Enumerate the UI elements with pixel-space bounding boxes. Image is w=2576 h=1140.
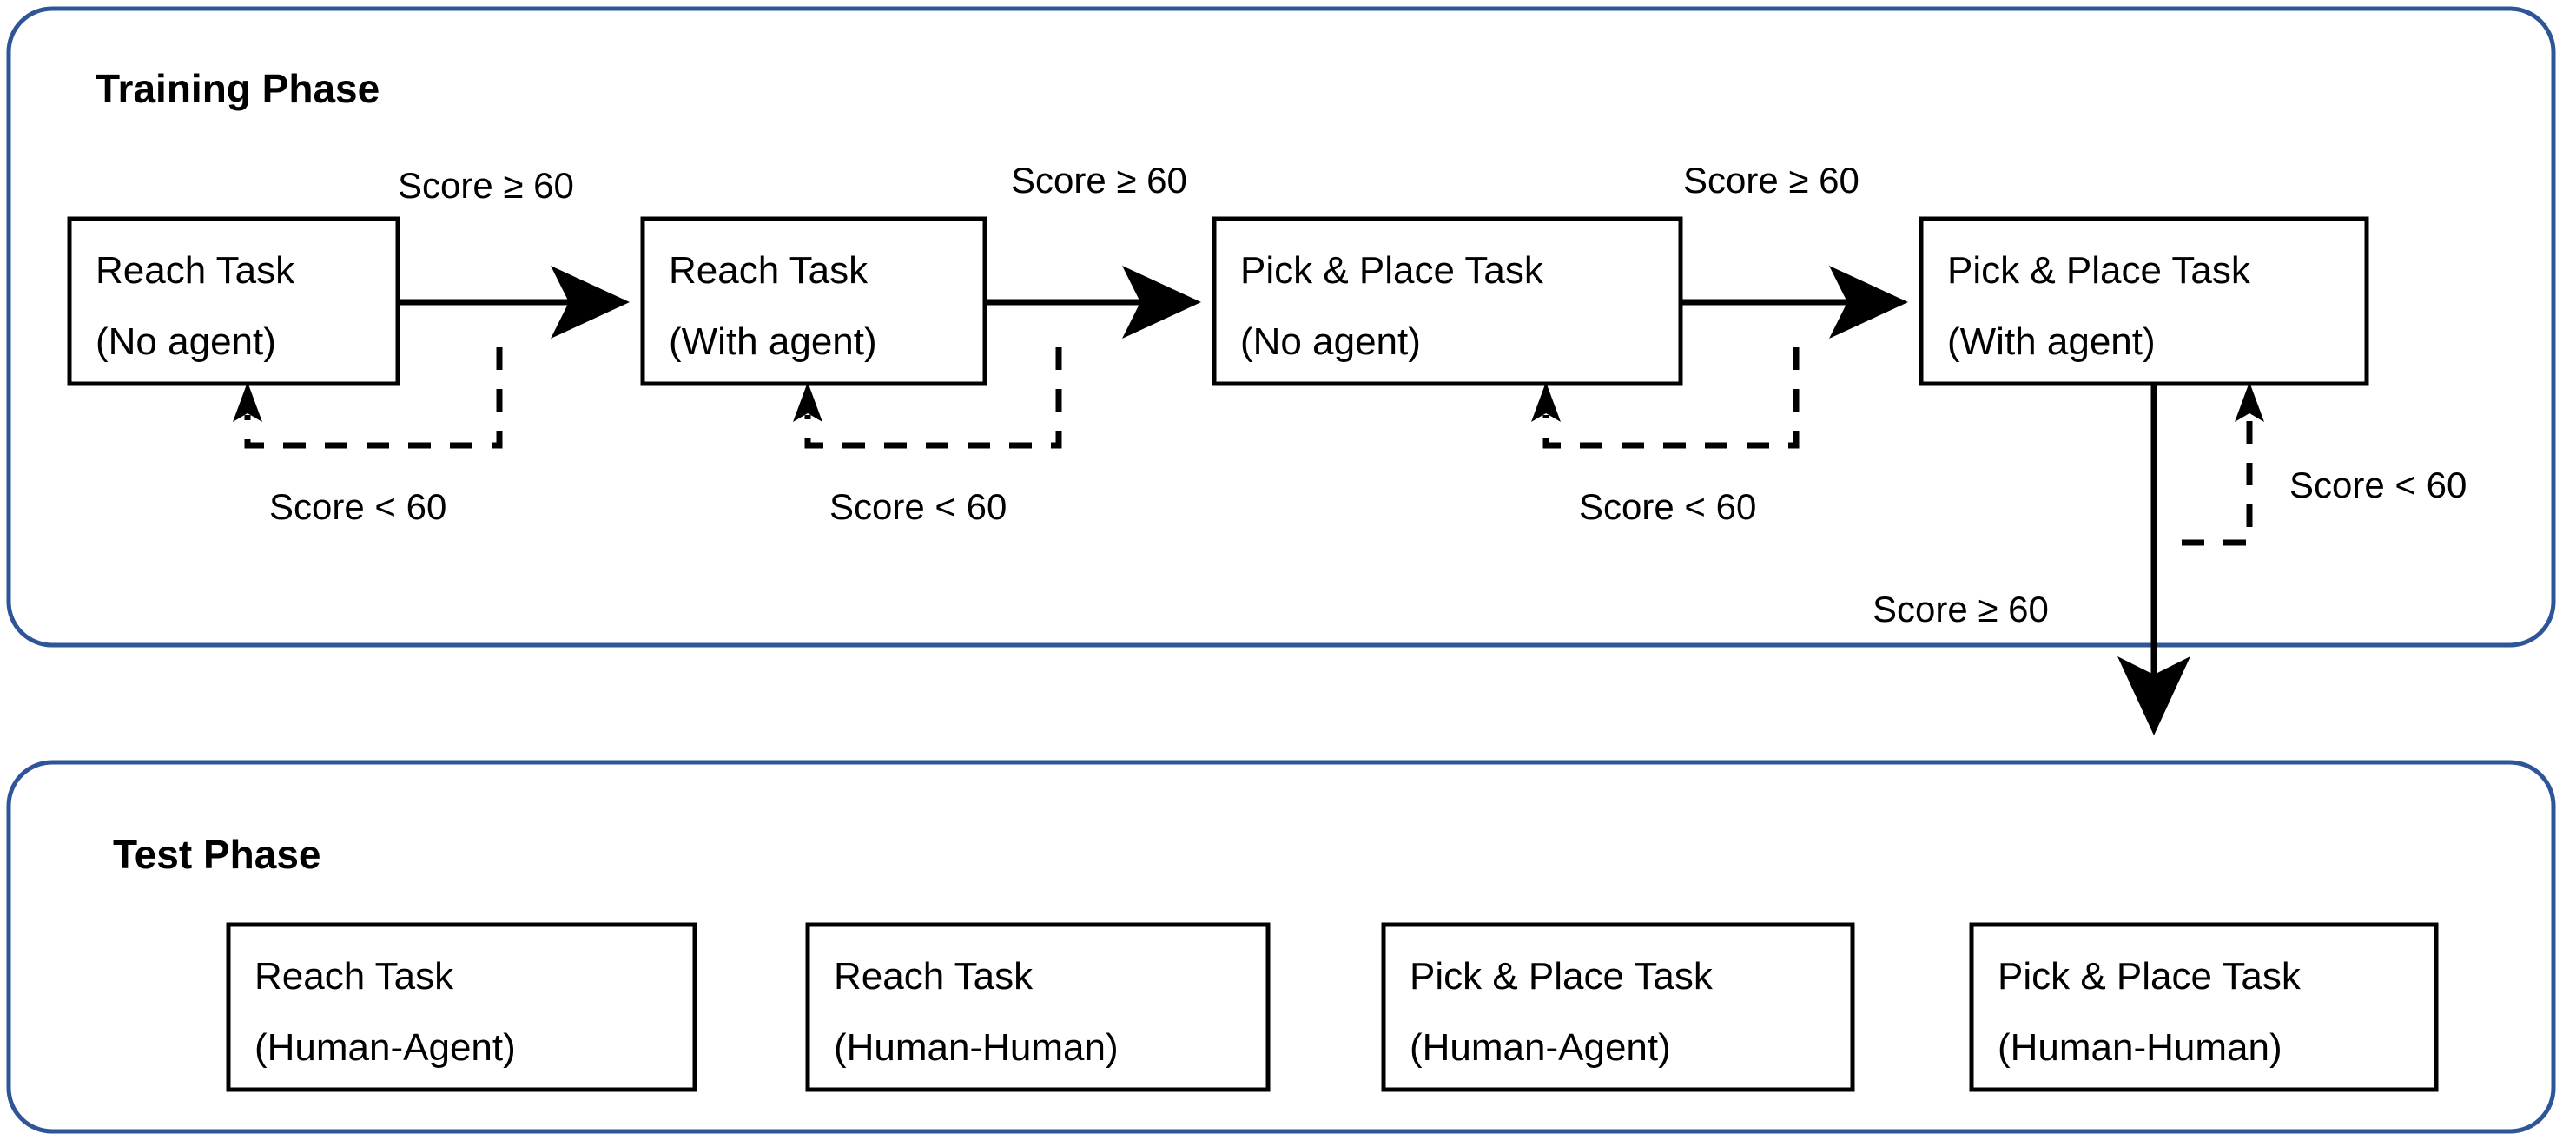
task-box-pickplace-human-agent-line2: (Human-Agent) xyxy=(1410,1026,1671,1069)
training-phase-title: Training Phase xyxy=(96,66,380,111)
fail-loop-2-arrowhead xyxy=(793,382,822,422)
task-box-reach-human-human-line1: Reach Task xyxy=(834,955,1034,998)
task-box-pickplace-no-agent-line2: (No agent) xyxy=(1240,320,1421,363)
task-box-reach-human-agent-line2: (Human-Agent) xyxy=(254,1026,516,1069)
task-box-reach-human-human-line2: (Human-Human) xyxy=(834,1026,1119,1069)
task-box-reach-with-agent[interactable] xyxy=(640,216,987,386)
task-box-pickplace-human-human-line1: Pick & Place Task xyxy=(1998,955,2302,998)
task-box-reach-human-agent-line1: Reach Task xyxy=(254,955,454,998)
task-box-pickplace-with-agent[interactable] xyxy=(1919,216,2369,386)
task-box-pickplace-human-human[interactable] xyxy=(1969,922,2439,1092)
task-box-pickplace-with-agent-line1: Pick & Place Task xyxy=(1947,249,2251,292)
fail-loop-3 xyxy=(1542,347,1800,449)
pass-label-2: Score ≥ 60 xyxy=(1011,160,1187,201)
fail-loop-4 xyxy=(2182,415,2253,546)
task-box-pickplace-with-agent-line2: (With agent) xyxy=(1947,320,2156,363)
task-box-pickplace-human-agent[interactable] xyxy=(1381,922,1855,1092)
task-box-reach-human-agent[interactable] xyxy=(226,922,697,1092)
task-box-reach-human-human[interactable] xyxy=(805,922,1271,1092)
fail-loop-2 xyxy=(804,347,1062,449)
fail-label-3: Score < 60 xyxy=(1579,486,1756,527)
fail-loop-4-arrowhead xyxy=(2235,382,2264,422)
task-box-reach-no-agent-line1: Reach Task xyxy=(96,249,295,292)
fail-label-1: Score < 60 xyxy=(269,486,446,527)
fail-loop-3-arrowhead xyxy=(1531,382,1561,422)
task-box-reach-no-agent-line2: (No agent) xyxy=(96,320,276,363)
fail-loop-1-arrowhead xyxy=(233,382,262,422)
task-box-reach-with-agent-line2: (With agent) xyxy=(669,320,877,363)
task-box-reach-with-agent-line1: Reach Task xyxy=(669,249,869,292)
task-box-pickplace-no-agent[interactable] xyxy=(1212,216,1683,386)
task-box-reach-no-agent[interactable] xyxy=(67,216,400,386)
fail-loop-1 xyxy=(244,347,503,449)
task-box-pickplace-human-agent-line1: Pick & Place Task xyxy=(1410,955,1714,998)
test-phase-title: Test Phase xyxy=(113,832,320,877)
transition-label: Score ≥ 60 xyxy=(1873,589,2049,629)
pass-label-1: Score ≥ 60 xyxy=(398,165,574,206)
fail-label-2: Score < 60 xyxy=(829,486,1007,527)
pass-label-3: Score ≥ 60 xyxy=(1683,160,1859,201)
fail-label-4: Score < 60 xyxy=(2289,465,2467,505)
task-box-pickplace-human-human-line2: (Human-Human) xyxy=(1998,1026,2282,1069)
task-box-pickplace-no-agent-line1: Pick & Place Task xyxy=(1240,249,1544,292)
